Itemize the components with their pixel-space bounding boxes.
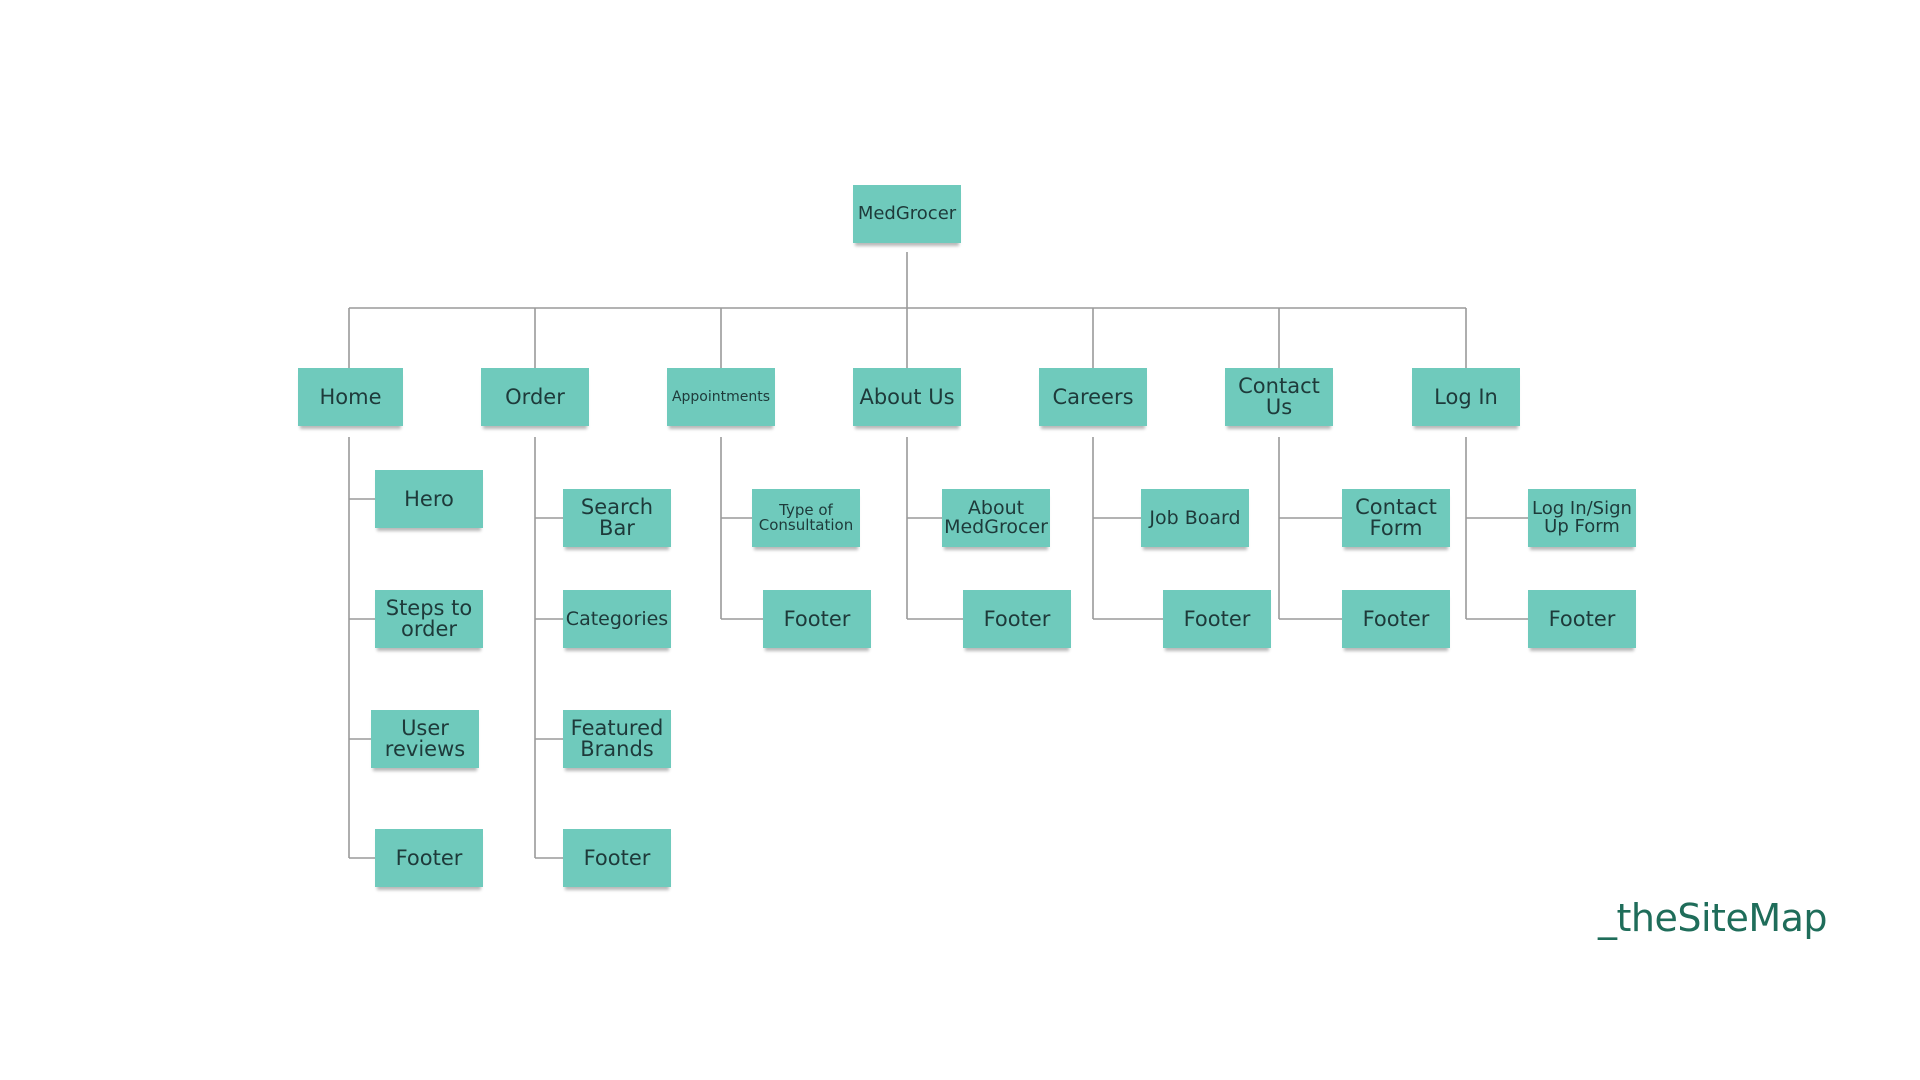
section-node-log-in: Log In [1412,368,1520,426]
child-node-user-reviews: User reviews [371,710,479,768]
child-label: Footer [1548,606,1616,631]
child-label: Footer [583,845,651,870]
section-node-home: Home [298,368,403,426]
child-node-footer: Footer [963,590,1071,648]
child-node-footer: Footer [1163,590,1271,648]
child-label: Footer [395,845,463,870]
child-node-footer: Footer [1528,590,1636,648]
child-label: Footer [1362,606,1430,631]
child-label: Footer [1183,606,1251,631]
child-label: Log In/Sign Up Form [1532,498,1632,537]
child-node-footer: Footer [1342,590,1450,648]
brand-text: _theSiteMap [1598,896,1828,940]
section-label: Careers [1052,384,1134,409]
section-node-order: Order [481,368,589,426]
brand-wordmark: _theSiteMap [1598,896,1828,952]
child-node-about-medgrocer: About MedGrocer [942,489,1050,547]
child-label: Search Bar [580,495,654,540]
child-node-steps-to-order: Steps to order [375,590,483,648]
section-node-contact-us: Contact Us [1225,368,1333,426]
root-node: MedGrocer [853,185,961,243]
child-node-job-board: Job Board [1141,489,1249,547]
child-label: User reviews [384,716,466,761]
child-label: Footer [983,606,1051,631]
child-node-type-of-consultation: Type of Consultation [752,489,860,547]
root-node-label: MedGrocer [857,203,957,224]
section-node-careers: Careers [1039,368,1147,426]
section-node-about-us: About Us [853,368,961,426]
section-label: Contact Us [1238,374,1320,419]
child-label: Contact Form [1355,495,1437,540]
section-label: Order [505,384,565,409]
child-node-footer: Footer [375,829,483,887]
section-label: About Us [859,384,955,409]
child-node-search-bar: Search Bar [563,489,671,547]
child-label: Job Board [1149,506,1241,529]
section-label: Appointments [671,389,771,405]
child-node-footer: Footer [763,590,871,648]
child-node-categories: Categories [563,590,671,648]
section-node-appointments: Appointments [667,368,775,426]
section-label: Home [319,384,382,409]
child-node-login-signup-form: Log In/Sign Up Form [1528,489,1636,547]
child-label: Categories [565,607,669,630]
section-label: Log In [1434,384,1498,409]
child-node-featured-brands: Featured Brands [563,710,671,768]
child-label: Hero [404,486,454,511]
child-node-footer: Footer [563,829,671,887]
child-label: Footer [783,606,851,631]
child-node-hero: Hero [375,470,483,528]
child-label: Type of Consultation [758,501,854,534]
child-node-contact-form: Contact Form [1342,489,1450,547]
child-label: Featured Brands [570,716,664,761]
child-label: Steps to order [385,596,473,641]
child-label: About MedGrocer [944,497,1048,538]
